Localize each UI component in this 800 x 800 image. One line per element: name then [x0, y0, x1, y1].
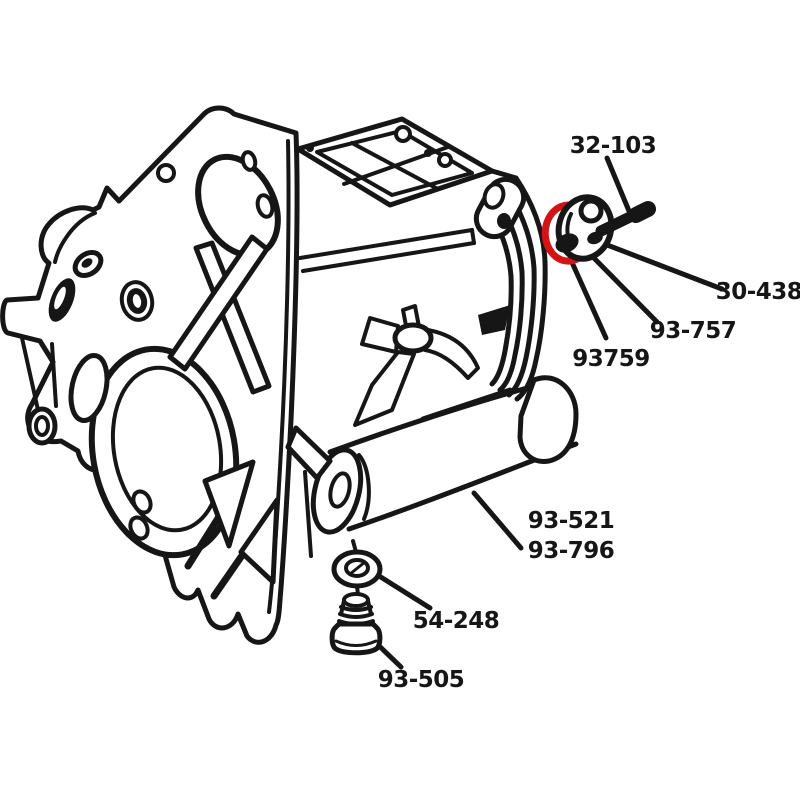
leader-30-438	[599, 240, 725, 292]
rear-foot-boss	[517, 375, 579, 464]
speedo-drive-adapter	[555, 194, 615, 262]
part-label-93-505: 93-505	[377, 667, 465, 693]
part-label-93-796: 93-796	[527, 538, 615, 564]
part-label-93-521: 93-521	[527, 508, 615, 534]
drain-plug	[329, 592, 383, 656]
leader-54-248	[373, 571, 433, 611]
part-label-54-248: 54-248	[412, 608, 500, 634]
speedo-retaining-bolt	[595, 201, 656, 237]
sealing-washer	[331, 539, 383, 597]
plate-bolt-holes	[26, 150, 275, 541]
part-label-93-757: 93-757	[649, 318, 737, 344]
plate-x-webbing	[167, 234, 272, 395]
leader-93-521	[471, 490, 524, 551]
leader-32-103	[604, 155, 632, 214]
case-front-rail	[298, 228, 476, 273]
leader-93-757	[585, 249, 660, 325]
case-top-rim	[295, 116, 519, 208]
leader-93759	[567, 255, 609, 341]
case-corner-boss	[473, 176, 527, 240]
gasket-highlight-ring	[541, 201, 581, 265]
part-label-93759: 93759	[572, 346, 650, 372]
main-bore-opening	[88, 345, 240, 559]
leader-lines	[371, 155, 725, 670]
part-label-30-438: 30-438	[715, 279, 800, 305]
rear-flange-ribs	[483, 175, 548, 402]
interior-cross-rib	[353, 304, 510, 427]
part-label-32-103: 32-103	[569, 133, 657, 159]
lower-webbing	[184, 459, 280, 600]
